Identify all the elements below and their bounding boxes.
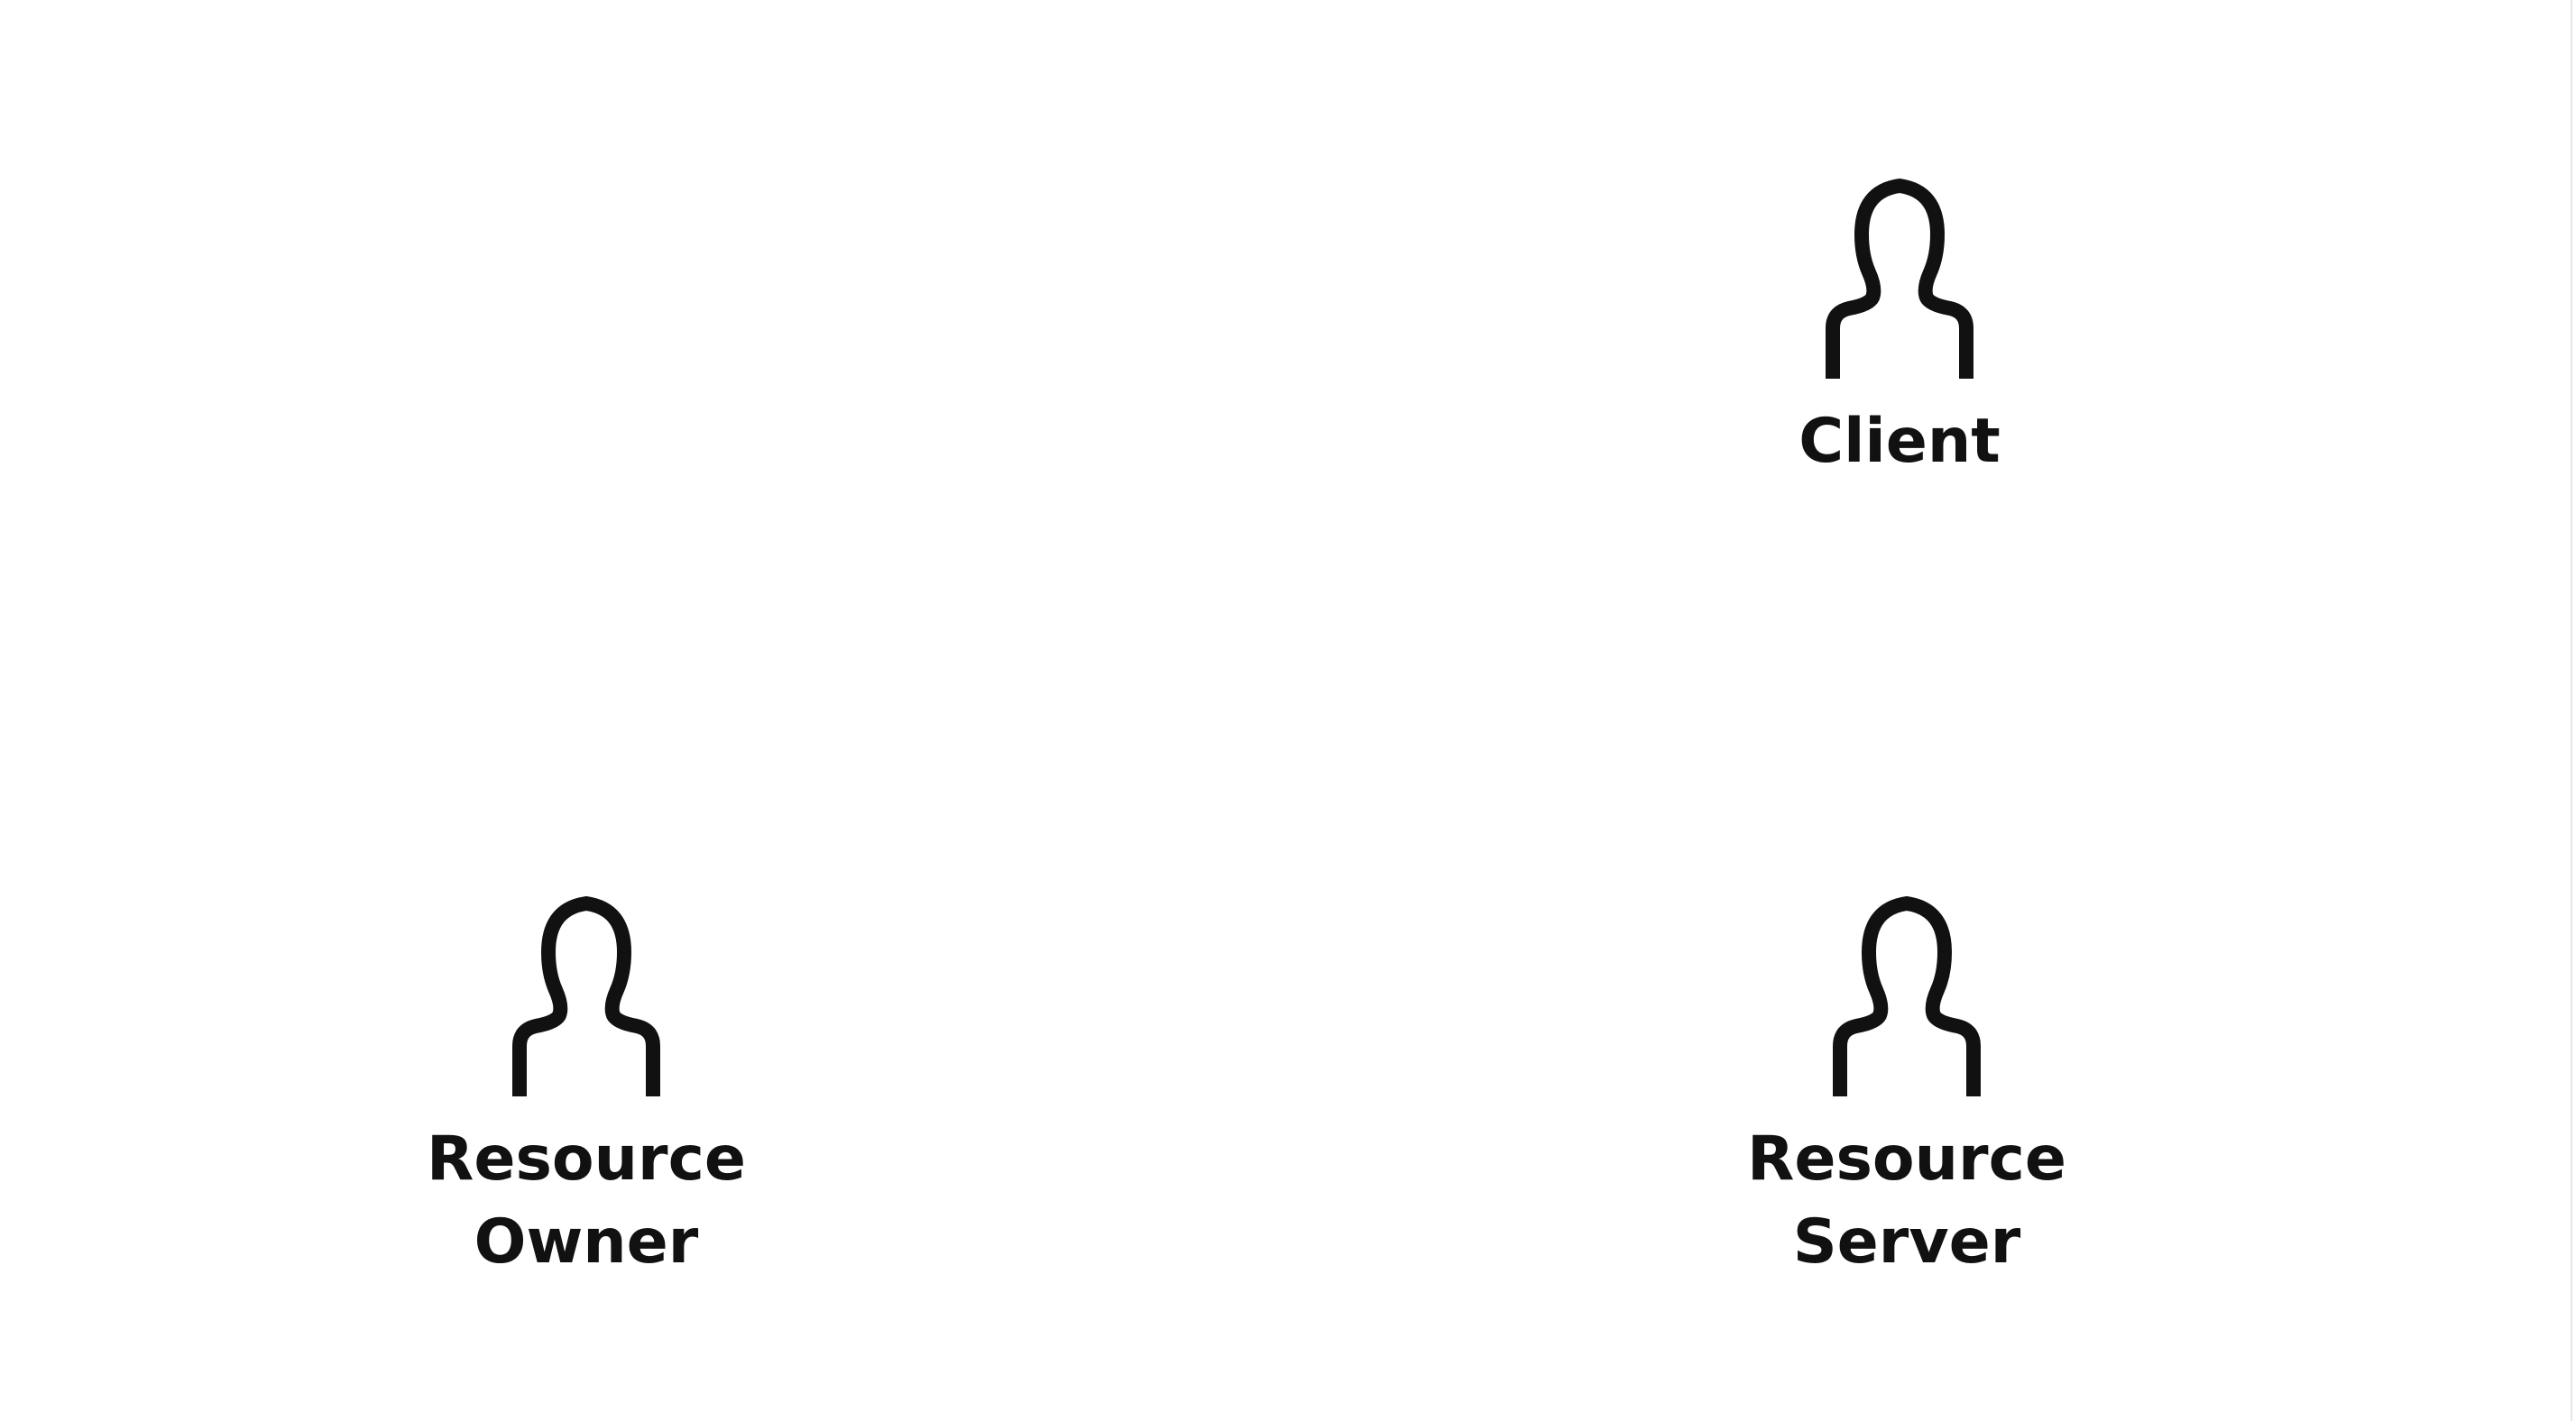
actor-label-line: Resource (426, 1123, 747, 1195)
actor-client: Client (1692, 168, 2107, 483)
person-icon (1826, 885, 1988, 1102)
actor-label-line: Server (1792, 1206, 2021, 1278)
actor-label: Client (1799, 400, 2001, 483)
actor-label-line: Client (1799, 406, 2001, 477)
person-icon (505, 885, 667, 1102)
right-edge-divider (2571, 0, 2572, 1421)
actor-resource-server: Resource Server (1699, 885, 2114, 1284)
actor-label: Resource Owner (427, 1118, 746, 1284)
actor-label: Resource Server (1747, 1118, 2066, 1284)
actor-label-line: Owner (474, 1206, 699, 1278)
person-icon (1818, 168, 1981, 384)
actor-resource-owner: Resource Owner (379, 885, 794, 1284)
actor-label-line: Resource (1746, 1123, 2067, 1195)
